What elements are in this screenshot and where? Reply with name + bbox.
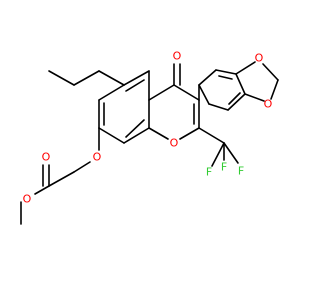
bond xyxy=(235,73,246,95)
bond xyxy=(123,70,150,86)
bond xyxy=(98,70,125,86)
bond xyxy=(223,142,239,164)
bond xyxy=(73,70,100,86)
bond xyxy=(125,79,145,92)
bond xyxy=(48,70,75,86)
bond xyxy=(270,79,279,100)
bond xyxy=(227,93,246,111)
bond xyxy=(262,63,279,81)
bond xyxy=(148,127,169,140)
molecule-structure: O O O O O O O F F F xyxy=(20,50,279,225)
bond xyxy=(34,185,50,195)
bond xyxy=(215,69,237,75)
bond xyxy=(173,84,200,101)
atom-oxygen-dioxole-top: O xyxy=(255,52,264,65)
bond xyxy=(123,127,150,144)
atom-oxygen-carbonyl-ester: O xyxy=(42,151,51,164)
bond xyxy=(211,142,225,167)
atom-labels: O O O O O O O F F F xyxy=(23,50,273,206)
bond xyxy=(98,127,125,144)
bond-lines xyxy=(20,61,279,225)
bond xyxy=(48,171,75,187)
atom-fluorine-left: F xyxy=(206,166,212,179)
atom-fluorine-top: F xyxy=(221,161,227,174)
bond xyxy=(125,119,145,138)
bond xyxy=(148,84,175,101)
molecule-canvas: O O O O O O O F F F xyxy=(20,50,279,225)
bond xyxy=(198,69,217,86)
bond xyxy=(198,84,210,105)
atom-oxygen-dioxole-bottom: O xyxy=(264,98,273,111)
bond xyxy=(179,127,200,140)
bond xyxy=(98,84,125,101)
bond xyxy=(218,75,233,80)
atom-oxygen-pyran: O xyxy=(170,137,179,150)
atom-oxygen-ether: O xyxy=(93,151,102,164)
atom-oxygen-ketone: O xyxy=(173,50,182,63)
bond xyxy=(198,127,225,144)
bond xyxy=(73,161,91,173)
atom-oxygen-ester: O xyxy=(23,193,32,206)
bond xyxy=(244,93,265,102)
bond xyxy=(208,103,229,111)
bond xyxy=(235,61,256,75)
bond xyxy=(228,92,241,105)
atom-fluorine-right: F xyxy=(238,165,244,178)
